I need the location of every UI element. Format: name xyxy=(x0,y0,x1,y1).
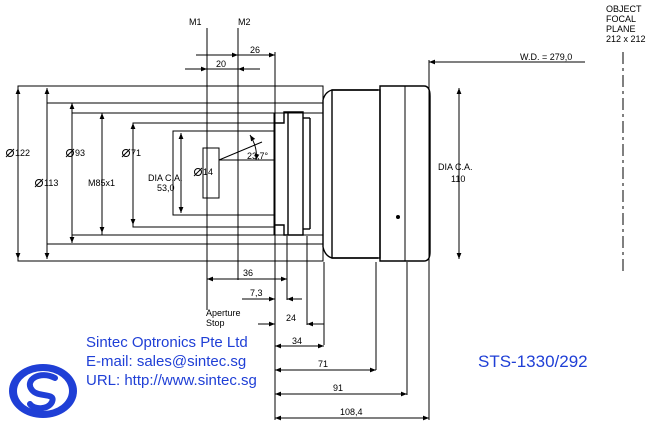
set-screw-dot xyxy=(396,215,400,219)
diameter-dimensions xyxy=(15,88,462,259)
svg-text:212 x 212: 212 x 212 xyxy=(606,34,646,44)
dim-24: 24 xyxy=(286,313,296,323)
svg-text:DIA C.A.: DIA C.A. xyxy=(148,173,183,183)
sintec-logo-icon xyxy=(9,364,77,418)
svg-text:FOCAL: FOCAL xyxy=(606,14,636,24)
dim-36: 36 xyxy=(243,268,253,278)
dim-71: 71 xyxy=(318,359,328,369)
svg-text:Aperture: Aperture xyxy=(206,308,241,318)
company-email: E-mail: sales@sintec.sg xyxy=(86,353,247,370)
company-url: URL: http://www.sintec.sg xyxy=(86,372,257,389)
working-distance-label: W.D. = 279,0 xyxy=(520,52,572,62)
svg-text:Stop: Stop xyxy=(206,318,225,328)
svg-text:53,0: 53,0 xyxy=(157,183,175,193)
svg-text:PLANE: PLANE xyxy=(606,24,636,34)
aperture-stop-label: Aperture Stop xyxy=(206,308,241,328)
m2-label: M2 xyxy=(238,17,251,27)
m85-label: M85x1 xyxy=(88,178,115,188)
object-focal-plane-label: OBJECT FOCAL PLANE 212 x 212 xyxy=(606,4,646,44)
svg-text:113: 113 xyxy=(44,178,58,188)
dim-108-4: 108,4 xyxy=(340,407,363,417)
svg-text:DIA C.A.: DIA C.A. xyxy=(438,162,473,172)
dim-20: 20 xyxy=(216,59,226,69)
m1-label: M1 xyxy=(189,17,202,27)
dia-122-label: 122 xyxy=(5,148,30,158)
dia-ca-right-label: DIA C.A. 110 xyxy=(438,162,473,184)
lens-body xyxy=(17,85,431,262)
dia-14-label: 14 xyxy=(193,167,213,177)
dim-26: 26 xyxy=(250,45,260,55)
company-name: Sintec Optronics Pte Ltd xyxy=(86,334,248,351)
dim-91: 91 xyxy=(333,383,343,393)
model-number: STS-1330/292 xyxy=(478,352,588,371)
length-dimensions xyxy=(207,276,429,421)
svg-text:23,7°: 23,7° xyxy=(247,151,269,161)
svg-text:110: 110 xyxy=(451,174,465,184)
svg-text:71: 71 xyxy=(131,148,141,158)
angle-label: 23,7° xyxy=(247,134,269,161)
dia-71-label: 71 xyxy=(121,148,141,158)
dia-113-label: 113 xyxy=(34,178,58,188)
dim-7-3: 7,3 xyxy=(250,288,263,298)
svg-text:122: 122 xyxy=(15,148,30,158)
svg-text:OBJECT: OBJECT xyxy=(606,4,642,14)
company-info: Sintec Optronics Pte Ltd E-mail: sales@s… xyxy=(86,333,257,390)
dia-ca-left-label: DIA C.A. 53,0 xyxy=(148,173,183,193)
svg-text:14: 14 xyxy=(203,167,213,177)
dia-93-label: 93 xyxy=(65,148,85,158)
svg-text:93: 93 xyxy=(75,148,85,158)
dim-34: 34 xyxy=(292,336,302,346)
